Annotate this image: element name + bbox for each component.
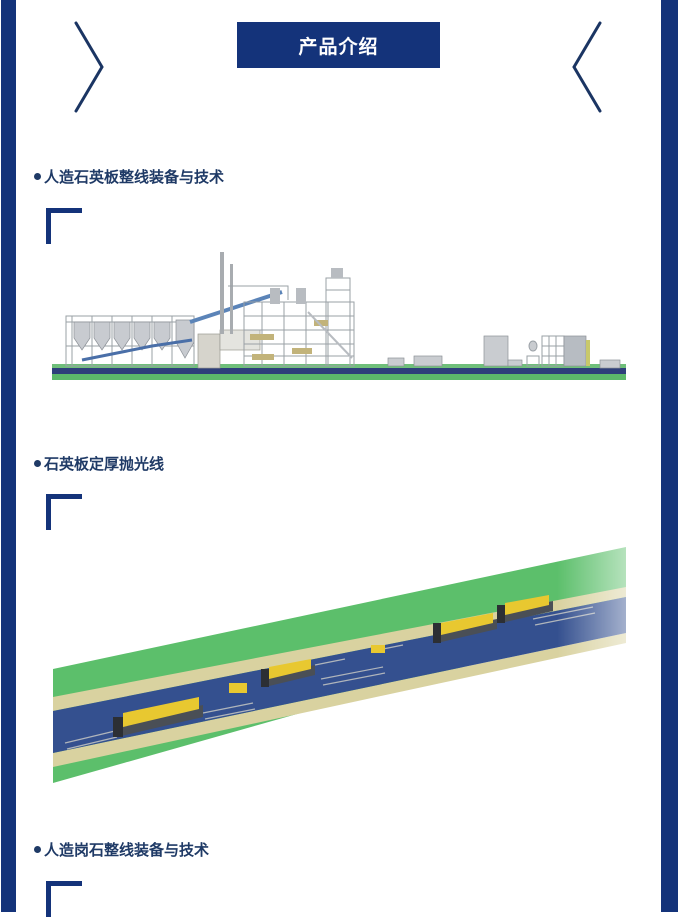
left-border-bar	[1, 0, 16, 912]
section-heading-text: 石英板定厚抛光线	[44, 455, 165, 473]
bullet-icon	[34, 460, 41, 467]
section-heading-text: 人造岗石整线装备与技术	[44, 841, 210, 859]
page-title: 产品介绍	[237, 22, 440, 68]
right-border-bar	[661, 0, 678, 912]
polishing-line-image	[53, 545, 626, 785]
bullet-icon	[34, 846, 41, 853]
section-heading-artificial-marble-line: 人造岗石整线装备与技术	[34, 839, 209, 860]
section-heading-text: 人造石英板整线装备与技术	[44, 168, 225, 186]
corner-bracket-decoration	[46, 881, 82, 917]
corner-bracket-decoration	[46, 208, 82, 244]
bullet-icon	[34, 173, 41, 180]
chevron-left-icon	[572, 21, 602, 113]
chevron-right-icon	[74, 21, 104, 113]
corner-bracket-decoration	[46, 494, 82, 530]
section-heading-quartz-line: 人造石英板整线装备与技术	[34, 166, 224, 187]
section-heading-polishing-line: 石英板定厚抛光线	[34, 453, 164, 474]
quartz-production-line-image	[52, 252, 626, 380]
